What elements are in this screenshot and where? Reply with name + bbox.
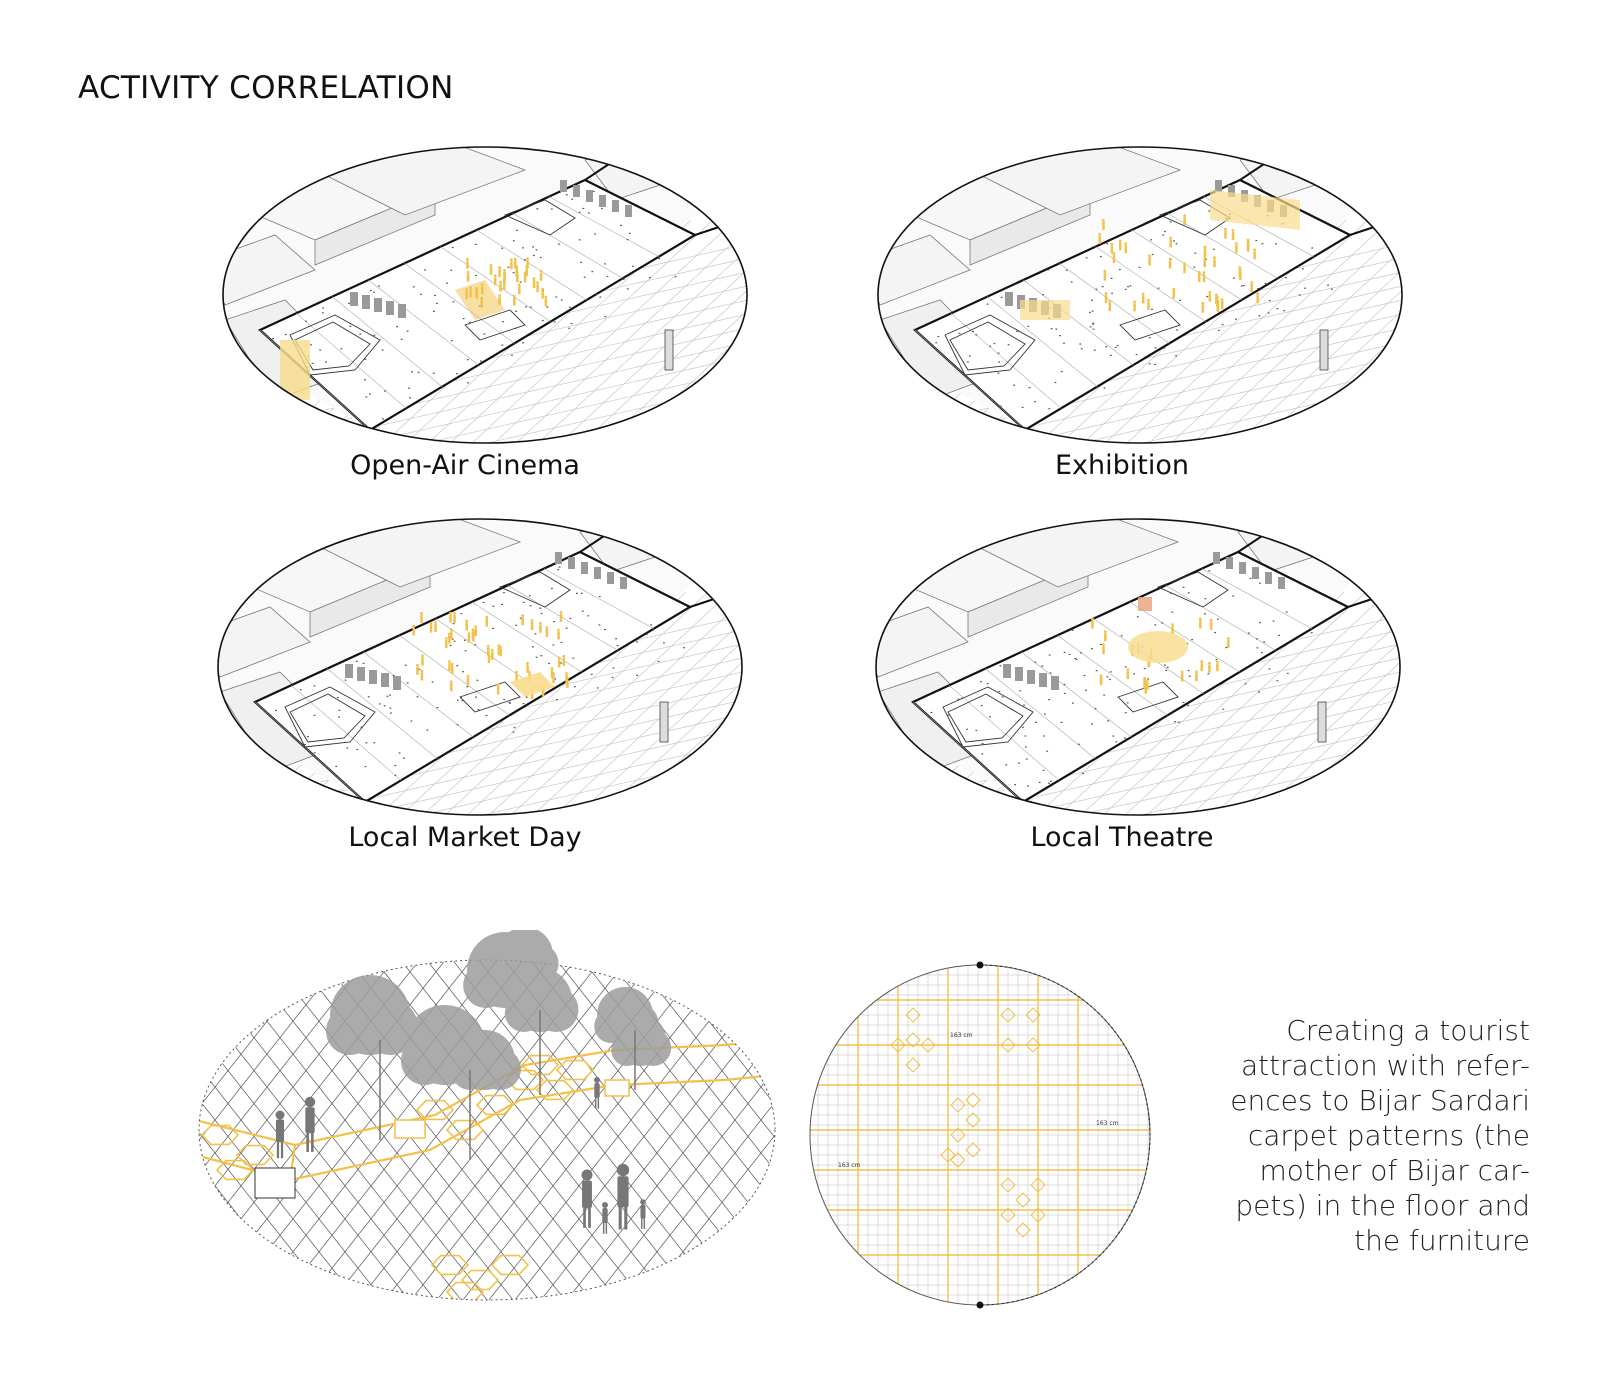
open-air-cinema-diagram [222, 146, 748, 444]
description-line: ences to Bijar Sardari [1230, 1084, 1530, 1117]
page-title: ACTIVITY CORRELATION [78, 70, 454, 106]
exhibition-diagram [877, 146, 1403, 444]
dimension-label-3: 163 cm [838, 1162, 861, 1169]
caption-open-air-cinema: Open-Air Cinema [350, 450, 580, 481]
panel-exhibition [860, 140, 1420, 455]
local-market-day-diagram [217, 518, 743, 816]
description-line: mother of Bijar car- [1259, 1154, 1531, 1187]
caption-local-market-day: Local Market Day [348, 822, 582, 853]
description-line: attraction with refer- [1240, 1049, 1530, 1082]
carpet-pattern-plan-drawing: 163 cm 163 cm 163 cm [809, 961, 1151, 1309]
plaza-isometric-drawing [198, 927, 776, 1301]
caption-exhibition: Exhibition [1054, 450, 1189, 481]
carpet-pattern-plan: 163 cm 163 cm 163 cm [808, 955, 1158, 1315]
description-line: carpet patterns (the [1247, 1119, 1530, 1152]
panel-local-theatre [858, 512, 1418, 827]
panel-local-market-day [200, 512, 760, 827]
caption-local-theatre: Local Theatre [1030, 822, 1214, 853]
description-line: Creating a tourist [1286, 1014, 1530, 1047]
plaza-isometric [195, 927, 785, 1310]
description-line: pets) in the floor and [1235, 1189, 1530, 1222]
local-theatre-diagram [875, 518, 1401, 816]
dimension-label-2: 163 cm [1096, 1120, 1119, 1127]
dimension-label-1: 163 cm [950, 1032, 973, 1039]
description: Creating a tourist attraction with refer… [1200, 1013, 1530, 1258]
description-line: the furniture [1354, 1224, 1530, 1257]
panel-open-air-cinema [205, 140, 765, 455]
